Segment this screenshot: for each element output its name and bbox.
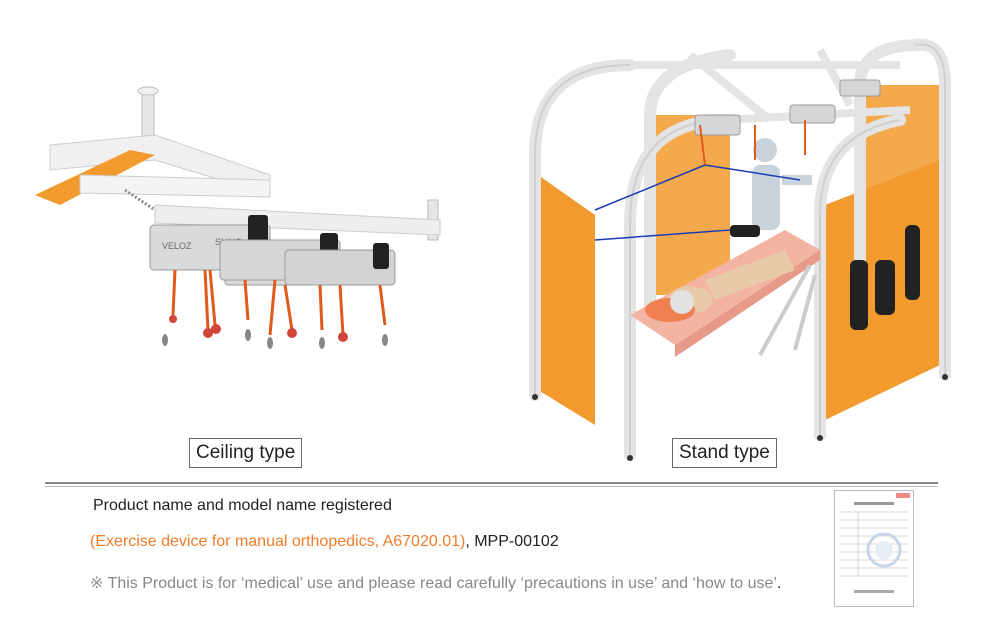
registration-certificate-image bbox=[834, 490, 914, 607]
section-divider-thin bbox=[45, 486, 938, 487]
unit-brand-left: VELOZ bbox=[162, 241, 192, 251]
registration-line: (Exercise device for manual orthopedics,… bbox=[90, 533, 559, 551]
stand-type-illustration bbox=[529, 38, 951, 461]
notice-end: . bbox=[776, 575, 782, 592]
model-number: , MPP-00102 bbox=[465, 533, 559, 550]
notice-text: ※ This Product is for ‘medical’ use and … bbox=[90, 575, 777, 592]
registration-title: Product name and model name registered bbox=[93, 497, 392, 514]
ceiling-type-illustration: VELOZ SLING bbox=[35, 86, 441, 349]
medical-use-notice: ※ This Product is for ‘medical’ use and … bbox=[90, 573, 781, 593]
stand-type-caption: Stand type bbox=[672, 438, 777, 468]
section-divider bbox=[45, 482, 938, 484]
ceiling-type-caption: Ceiling type bbox=[189, 438, 303, 468]
registered-product-name: (Exercise device for manual orthopedics,… bbox=[90, 533, 466, 550]
